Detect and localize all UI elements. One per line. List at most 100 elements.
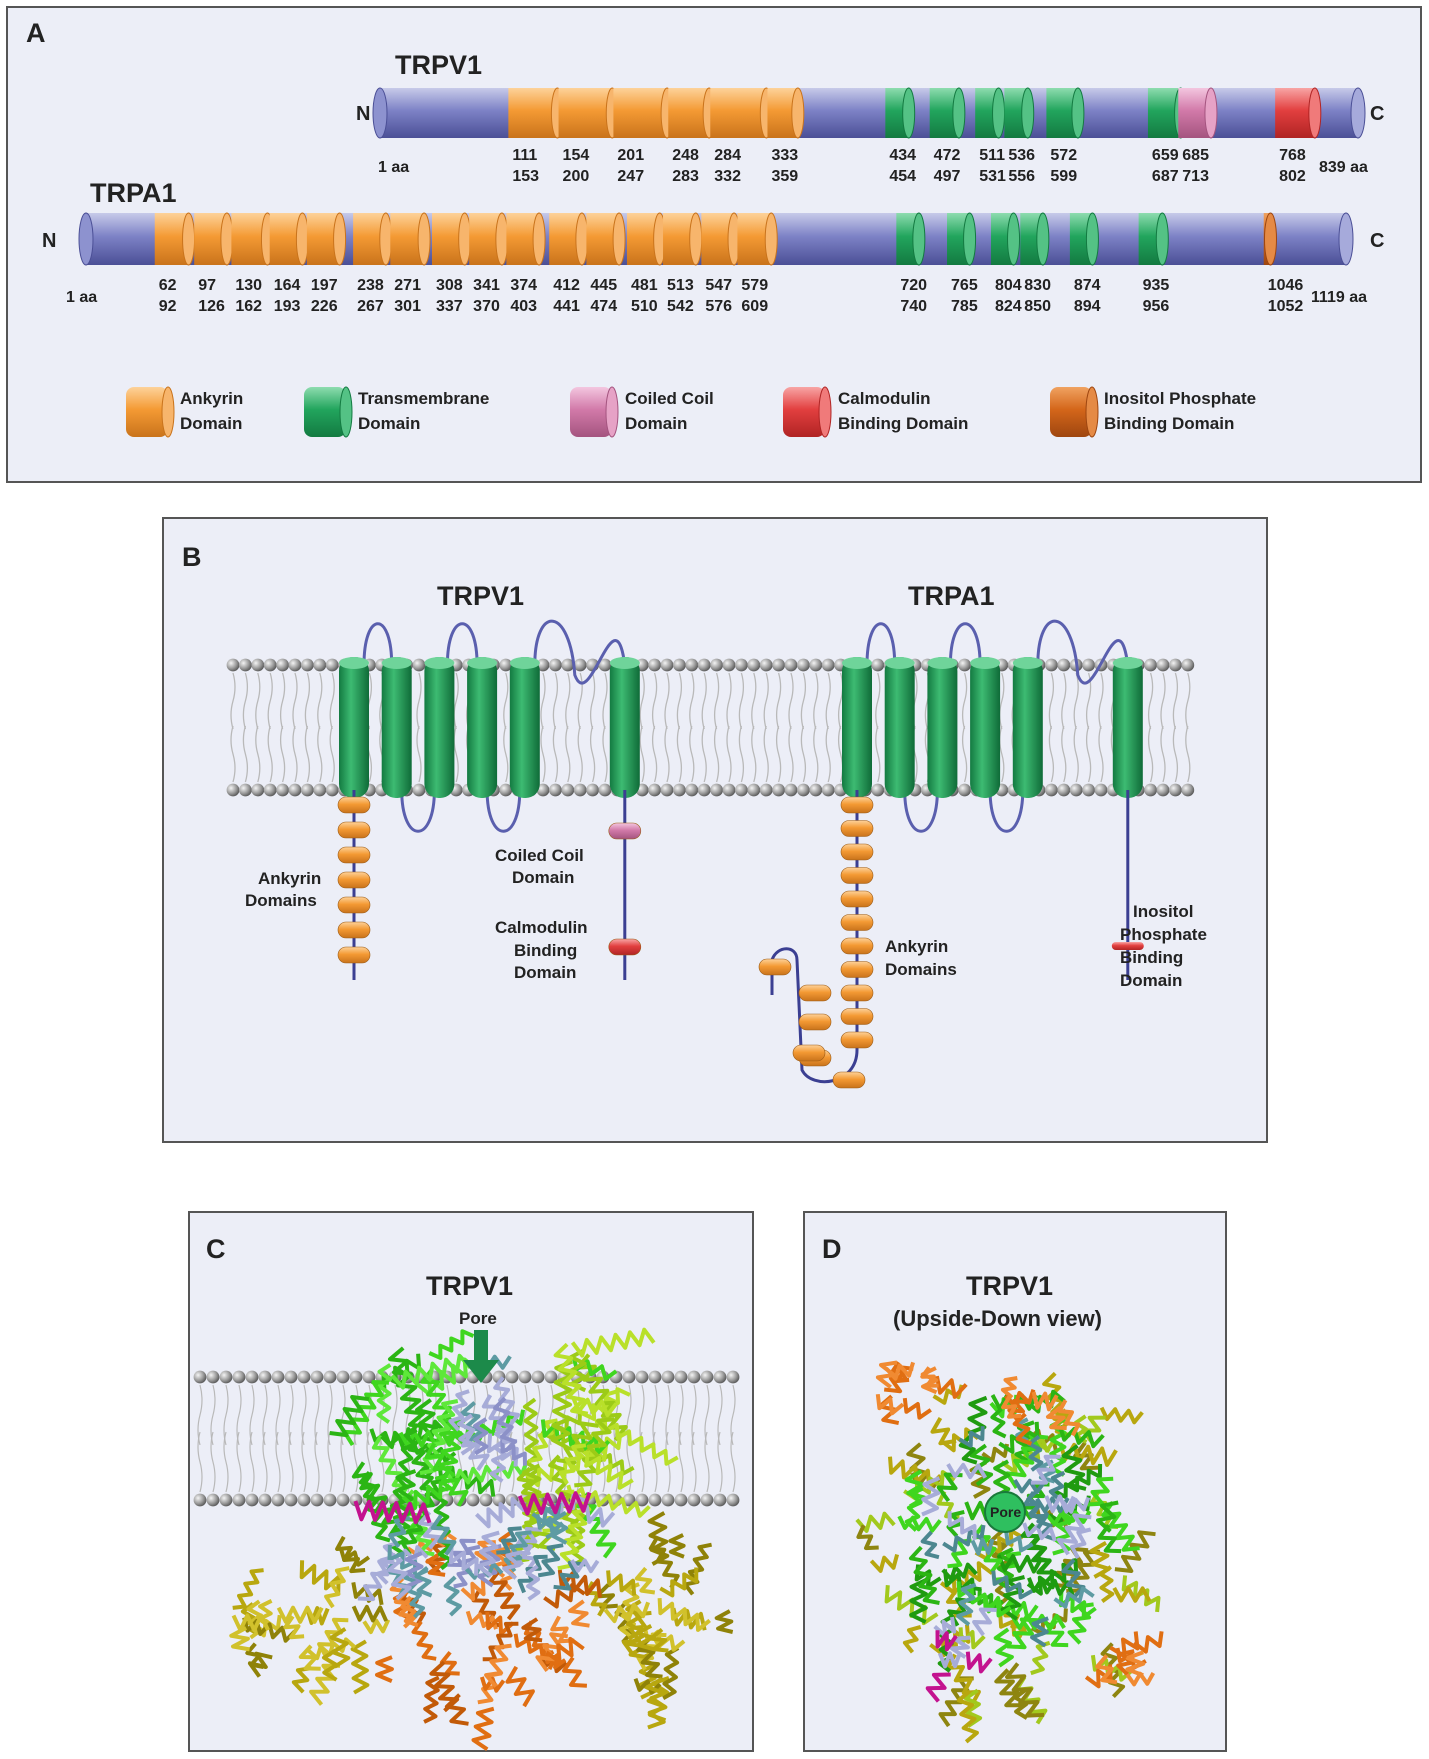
transmembrane-segment-cap	[963, 212, 977, 266]
ankyrin-segment	[613, 88, 668, 138]
domain-start-label: 536	[1008, 147, 1035, 164]
lipid-tail	[1085, 725, 1092, 783]
lipid-tail	[730, 1384, 736, 1446]
transmembrane-helix	[970, 657, 1001, 798]
lipid-head	[1156, 783, 1170, 797]
transmembrane-segment-cap	[1155, 212, 1169, 266]
lipid-head	[759, 658, 773, 672]
helix	[550, 1615, 575, 1644]
helix	[362, 1618, 391, 1635]
loop	[533, 619, 627, 685]
lipid-head	[412, 783, 426, 797]
transmembrane-segment-cap	[902, 87, 916, 139]
lipid-head	[1082, 783, 1095, 797]
channel-topology	[337, 619, 1144, 1089]
lipid-head	[784, 783, 798, 797]
helix	[460, 1430, 490, 1472]
lipid-tail	[726, 672, 732, 730]
helix	[229, 1626, 250, 1652]
ankyrin-repeat	[337, 796, 371, 814]
helix-cap	[842, 657, 872, 669]
label-inositol-phosphate-binding-domain: Inositol Phosphate Binding Domain	[1120, 902, 1207, 990]
domain-end-label: 226	[311, 298, 338, 315]
lipid-tail	[738, 725, 745, 783]
svg-text:Phosphate: Phosphate	[1120, 925, 1207, 944]
inositol-segment-cap	[1263, 212, 1277, 266]
helix	[969, 1443, 994, 1487]
helix	[375, 1655, 394, 1683]
domain-start-label: 572	[1050, 147, 1077, 164]
lipid-tail	[230, 672, 236, 730]
domain-start-label: 804	[995, 277, 1022, 294]
ankyrin-repeat	[840, 796, 874, 814]
lipid-head	[226, 658, 240, 672]
lipid-head	[958, 658, 971, 672]
svg-text:Binding Domain: Binding Domain	[838, 414, 968, 433]
ankyrin-segment	[558, 88, 613, 138]
domain-end-label: 359	[771, 168, 798, 185]
lipid-tail	[279, 725, 286, 783]
lipid-head	[499, 783, 513, 797]
lipid-tail	[317, 672, 323, 730]
helix	[1099, 1406, 1144, 1425]
lipid-tail	[1061, 725, 1067, 783]
lipid-tail	[565, 672, 571, 730]
lipid-tail	[704, 1384, 710, 1446]
helix	[635, 1624, 655, 1652]
lipid-tail	[713, 672, 720, 730]
ankyrin-segment	[668, 88, 710, 138]
domain-start-label: 511	[979, 147, 1005, 164]
domain-start-label: 284	[714, 147, 741, 164]
helix	[404, 1551, 424, 1589]
helix	[502, 1550, 523, 1580]
lipid-tail	[262, 1431, 268, 1493]
helix-cap	[1012, 657, 1043, 669]
lipid-head	[505, 1370, 519, 1384]
domain-start-label: 271	[394, 277, 421, 294]
ankyrin-segment-cap	[612, 212, 626, 266]
helix	[496, 1526, 522, 1555]
legend-inositol: Inositol Phosphate Binding Domain	[1050, 386, 1256, 438]
helix	[946, 1462, 988, 1480]
helix	[956, 1689, 979, 1744]
pore-marker	[984, 1491, 1026, 1533]
helix	[571, 1397, 618, 1418]
helix	[1112, 1586, 1152, 1603]
lipid-head	[310, 1493, 324, 1507]
helix-cap	[1112, 657, 1143, 669]
label-calmodulin-binding-domain: Calmodulin Binding Domain	[495, 918, 588, 982]
lipid-tail	[751, 725, 757, 783]
helix	[459, 1401, 485, 1443]
helix	[925, 1672, 951, 1703]
helix	[606, 1570, 637, 1596]
transmembrane-segment-cap	[1036, 212, 1050, 266]
svg-text:Calmodulin: Calmodulin	[495, 918, 588, 937]
lipid-head	[573, 658, 587, 672]
helix	[1086, 1476, 1114, 1507]
helix	[920, 1366, 939, 1388]
domain-start-label: 154	[563, 147, 590, 164]
lipid-head	[549, 783, 562, 797]
helix	[389, 1469, 417, 1557]
lipid-head	[271, 1370, 285, 1384]
helix-cap	[381, 657, 412, 669]
trpv1-bar-title: TRPV1	[395, 50, 482, 80]
domain-end-label: 332	[714, 168, 741, 185]
ankyrin-repeat	[798, 984, 832, 1002]
lipid-head	[697, 658, 711, 672]
lipid-tail	[639, 672, 645, 730]
helix	[1045, 1619, 1069, 1648]
svg-text:Coiled Coil: Coiled Coil	[495, 846, 584, 865]
helix	[659, 1567, 699, 1598]
helix	[570, 1558, 600, 1574]
lipid-head	[258, 1493, 272, 1507]
helix	[902, 1624, 922, 1654]
lipid-head	[1181, 658, 1195, 672]
loop	[1036, 619, 1130, 685]
lipid-head	[648, 1370, 662, 1384]
lipid-tail	[602, 672, 608, 730]
lipid-head	[635, 1493, 649, 1507]
lipid-tail	[665, 1384, 671, 1446]
